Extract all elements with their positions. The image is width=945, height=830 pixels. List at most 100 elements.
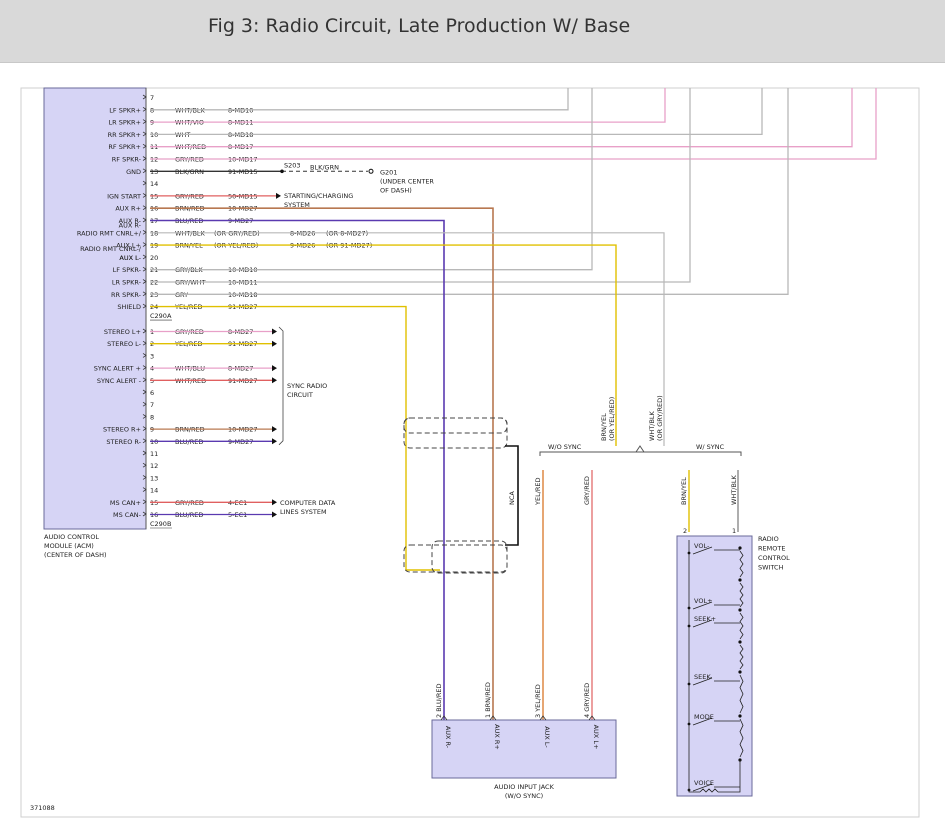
pin-name: AUX L- (119, 254, 141, 262)
pin-name: RR SPKR+ (108, 131, 141, 139)
aux-r-plus-wire (150, 207, 494, 720)
connector-label-c290a: C290A (150, 312, 172, 320)
pin-arrow (142, 511, 147, 517)
pin-arrow (142, 365, 147, 370)
pin-arrow (142, 377, 147, 383)
jack-pin-label: AUX L+ (592, 725, 600, 750)
pin-arrow (142, 106, 147, 112)
pin-arrow (142, 414, 147, 419)
jack-pin-arrow (539, 715, 547, 721)
wire-vert-label: 1 BRN/RED (484, 682, 492, 718)
pin-arrow (142, 217, 147, 223)
switch-pin-number: 2 (683, 527, 687, 535)
switch-node (738, 714, 742, 718)
pin-arrow (142, 340, 147, 346)
pin-arrow (142, 450, 147, 456)
switch-body (676, 535, 753, 797)
wire-vert-label: BRN/YEL (600, 413, 608, 441)
switch-pin-number: 1 (732, 527, 736, 535)
pin-name: LR SPKR+ (109, 119, 141, 127)
pin-arrow (142, 119, 147, 124)
pin-arrow (142, 389, 147, 395)
pin-name: STEREO L- (107, 340, 142, 348)
resistor (739, 674, 744, 714)
resistor (739, 612, 744, 640)
switch-blade (692, 783, 713, 792)
pin-name: STEREO L+ (104, 328, 141, 336)
arrow-head (272, 328, 277, 335)
speaker-wire-11 (150, 88, 853, 148)
pin-arrow (142, 193, 147, 198)
pin-name: AUX L- (119, 254, 141, 262)
computer-data-label: LINES SYSTEM (280, 508, 327, 516)
pin-name: STEREO R+ (103, 426, 141, 434)
pin-arrow (142, 94, 147, 100)
sync-bus-notch (635, 445, 645, 453)
wire-vert-label: WHT/BLK (648, 410, 656, 441)
pin-name: GND (126, 168, 141, 176)
pin-number: 14 (150, 180, 158, 188)
pin-number: 13 (150, 474, 158, 482)
speaker-wire-9 (150, 88, 666, 123)
switch-blade (692, 619, 713, 628)
wire-vert-label: GRY/RED (583, 476, 591, 505)
jack-label: (W/O SYNC) (505, 792, 543, 800)
pin-name: RF SPKR+ (108, 143, 141, 151)
switch-label: CONTROL (758, 554, 790, 562)
speaker-wire-22 (150, 88, 691, 283)
pin-arrow (142, 475, 147, 480)
switch-button-label: VOICE (694, 779, 714, 787)
resistor (739, 644, 744, 670)
resistor (739, 718, 744, 758)
g201-label: G201 (380, 168, 397, 176)
pin-name: RF SPKR- (112, 156, 142, 164)
pin-name: RADIO RMT CNRL-/ (80, 245, 142, 253)
acm-label-line: MODULE (ACM) (44, 542, 94, 550)
resistor (739, 582, 744, 608)
pin-name: RR SPKR- (111, 291, 142, 299)
wo-sync-label: W/O SYNC (548, 443, 582, 451)
audio-input-jack: AUX R-AUX R+AUX L-AUX L+AUDIO INPUT JACK… (431, 715, 617, 800)
jack-pin-arrow (440, 715, 448, 721)
pin-arrow (142, 143, 147, 149)
pin-arrow (142, 279, 147, 284)
nca-drain-wire (505, 445, 519, 546)
pin-number: 14 (150, 487, 158, 495)
pin-number: 11 (150, 450, 158, 458)
figure-title: Fig 3: Radio Circuit, Late Production W/… (208, 15, 631, 37)
pin-arrow (142, 499, 147, 505)
arrow-head (272, 511, 277, 518)
speaker-wire-12 (150, 88, 877, 160)
arrow-head (272, 499, 277, 506)
pin-arrow (142, 438, 147, 444)
shield-harness (403, 417, 508, 434)
sync-radio-label: CIRCUIT (287, 391, 313, 399)
switch-return (688, 770, 700, 793)
switch-blade (692, 717, 713, 726)
shield-harness (403, 544, 508, 573)
pin-arrow (142, 242, 147, 247)
jack-label: AUDIO INPUT JACK (494, 783, 554, 791)
pin-arrow (142, 156, 147, 161)
pin-arrow (142, 266, 147, 272)
wire-vert-label: 2 BLU/RED (435, 683, 443, 718)
pin-arrow (142, 168, 147, 174)
pin-name: SHIELD (117, 303, 141, 311)
pin-number: 20 (150, 254, 158, 262)
pin-number: 12 (150, 462, 158, 470)
wire-vert-label: WHT/BLK (730, 474, 738, 505)
pin-name: AUX R- (119, 221, 142, 229)
pin-arrow (142, 254, 147, 260)
starting-charging-label: SYSTEM (284, 201, 310, 209)
pin-name: AUX R- (119, 217, 142, 225)
pin-arrow (142, 291, 147, 297)
pin-arrow (142, 487, 147, 492)
pin-name: AUX R+ (115, 205, 141, 213)
jack-pin-label: AUX R+ (493, 724, 501, 750)
title-bar: Fig 3: Radio Circuit, Late Production W/… (0, 0, 945, 63)
pin-arrow (142, 180, 147, 186)
aux-l-plus-wire (150, 244, 617, 446)
switch-contact (687, 624, 691, 628)
